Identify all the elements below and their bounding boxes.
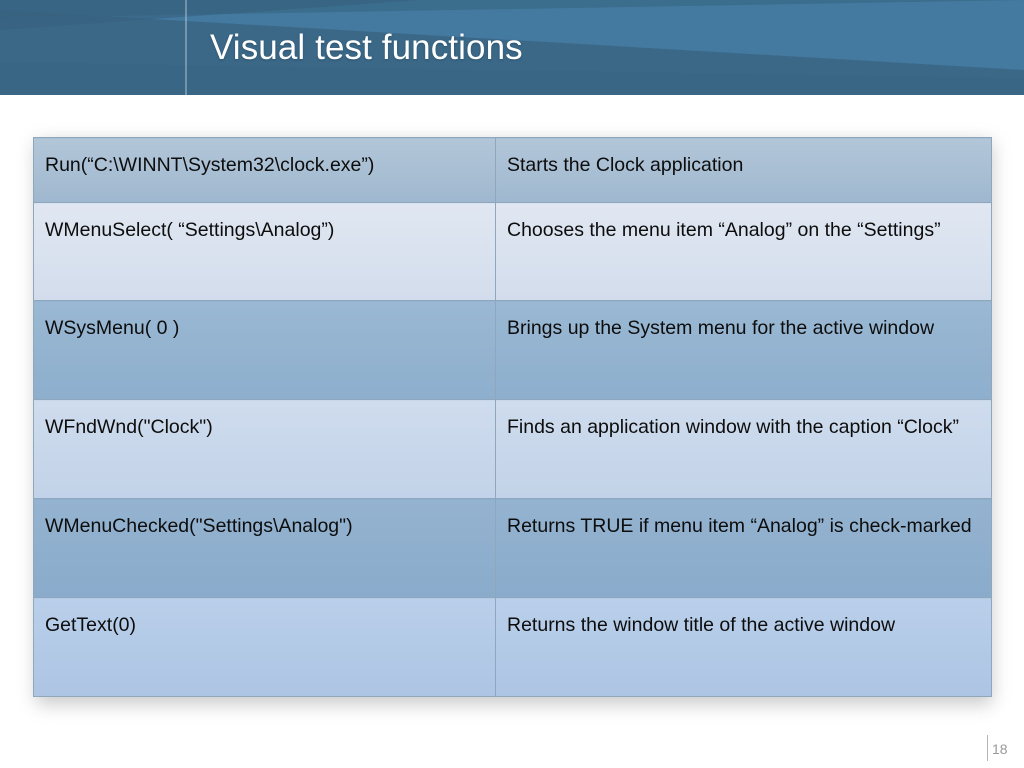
- description-cell: Starts the Clock application: [495, 137, 992, 203]
- function-cell: WMenuChecked("Settings\Analog"): [33, 498, 496, 598]
- footer-divider: [987, 735, 988, 761]
- function-cell: WFndWnd("Clock"): [33, 399, 496, 499]
- description-cell: Returns TRUE if menu item “Analog” is ch…: [495, 498, 992, 598]
- table-row: WMenuChecked("Settings\Analog") Returns …: [33, 498, 992, 598]
- visual-test-functions-table: Run(“C:\WINNT\System32\clock.exe”) Start…: [33, 137, 992, 697]
- function-cell: WSysMenu( 0 ): [33, 300, 496, 400]
- table-row: Run(“C:\WINNT\System32\clock.exe”) Start…: [33, 137, 992, 203]
- banner-bottom-edge: [0, 95, 1024, 98]
- function-cell: WMenuSelect( “Settings\Analog”): [33, 202, 496, 301]
- table-row: WFndWnd("Clock") Finds an application wi…: [33, 399, 992, 499]
- table-row: WSysMenu( 0 ) Brings up the System menu …: [33, 300, 992, 400]
- banner-dark-wedge-shape: [0, 0, 1024, 95]
- banner-vertical-divider: [185, 0, 187, 95]
- description-cell: Chooses the menu item “Analog” on the “S…: [495, 202, 992, 301]
- page-title: Visual test functions: [210, 28, 523, 67]
- slide-header-banner: Visual test functions: [0, 0, 1024, 95]
- function-cell: Run(“C:\WINNT\System32\clock.exe”): [33, 137, 496, 203]
- description-cell: Returns the window title of the active w…: [495, 597, 992, 697]
- description-cell: Brings up the System menu for the active…: [495, 300, 992, 400]
- description-cell: Finds an application window with the cap…: [495, 399, 992, 499]
- page-number: 18: [992, 741, 1008, 757]
- function-cell: GetText(0): [33, 597, 496, 697]
- table-row: GetText(0) Returns the window title of t…: [33, 597, 992, 697]
- table-row: WMenuSelect( “Settings\Analog”) Chooses …: [33, 202, 992, 301]
